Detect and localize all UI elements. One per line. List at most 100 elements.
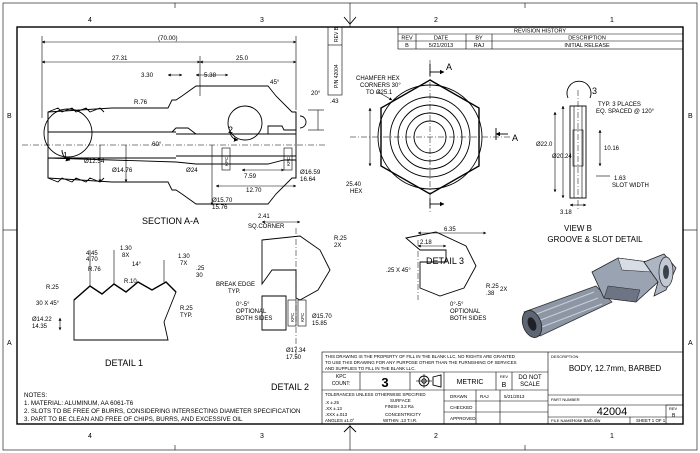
detail3-dim-6-35: 6.35	[444, 227, 456, 233]
chamfer-note-line-1: CHAMFER HEX	[356, 76, 400, 82]
rotated-id-block: REV B P/N 42004	[327, 26, 343, 96]
part-number-value: 42004	[597, 406, 628, 418]
dim-25-0: 25.0	[236, 55, 249, 62]
dim-5-38: 5.38	[204, 72, 217, 79]
rotated-rev-tag: REV B	[334, 26, 340, 42]
kpc-tag-b: KPC	[286, 156, 291, 166]
detail3-optional: OPTIONAL	[450, 309, 481, 315]
property-line-2: TO USE THIS DRAWING FOR ANY PURPOSE OTHE…	[325, 360, 517, 365]
detail1-dim-r-0-10: R.10	[124, 279, 137, 285]
rev-header-date: DATE	[434, 36, 449, 42]
approved-label: APPROVED	[450, 416, 476, 421]
chamfer-note-line-3: TO Ø25.1	[366, 90, 393, 96]
note-3: 3. PART TO BE CLEAN AND FREE OF CHIPS, B…	[24, 416, 243, 423]
dim-dia-20-24: Ø20.24	[552, 154, 572, 160]
detail1-dim-0-25: .25	[196, 266, 205, 272]
detail1-dim-dia-14-22: Ø14.22	[32, 317, 52, 323]
zone-labels: 4 3 2 1 4 3 2 1 B A B A	[7, 17, 693, 440]
drawn-date: 5/21/2013	[504, 394, 525, 399]
dim-dia-14-76: Ø14.76	[112, 167, 133, 174]
zone-right-b: B	[688, 113, 693, 120]
note-2: 2. SLOTS TO BE FREE OF BURRS, CONSIDERIN…	[24, 408, 300, 415]
tb-rev-label: REV	[500, 374, 509, 379]
notes-title: NOTES:	[24, 392, 47, 399]
dim-dia-16-59: Ø16.59	[300, 169, 321, 176]
revision-table: REVISION HISTORY REV DATE BY DESCRIPTION…	[397, 26, 684, 50]
surface-finish: FINISH 3.2 Ra	[385, 404, 414, 409]
detail2-kpc-a: KPC	[290, 312, 295, 322]
detail2-both-sides: BOTH SIDES	[236, 316, 272, 322]
concentricity-value: WITHIN .13 T.I.R.	[383, 418, 417, 423]
tolerance-angles: ANGLES ±1.0°	[325, 418, 355, 423]
dim-7-59: 7.59	[244, 173, 257, 180]
detail2-title: DETAIL 2	[271, 382, 309, 392]
detail2-dim-dia-15-70: Ø15.70	[312, 314, 332, 320]
tolerance-xxx: .XXX ±.013	[325, 412, 348, 417]
tolerances-title: TOLERANCES UNLESS OTHERWISE SPECIFIED	[325, 392, 426, 397]
checked-label: CHECKED	[450, 405, 473, 410]
hex-size-value: 25.40	[346, 182, 362, 188]
detail2-kpc-b: KPC	[300, 312, 305, 322]
chamfer-note: CHAMFER HEX CORNERS 30° TO Ø25.1	[356, 76, 401, 96]
rev-cell-by: RAJ	[474, 43, 485, 49]
do-not-scale-1: DO NOT	[518, 375, 542, 381]
dim-45-deg: 45°	[270, 79, 280, 86]
detail1-dim-14-deg: 14°	[132, 262, 142, 268]
detail3-dim-2x: 2X	[500, 287, 507, 293]
units-metric: METRIC	[457, 379, 484, 386]
zone-top-3: 3	[260, 17, 264, 24]
zone-bottom-4: 4	[88, 433, 92, 440]
part-number-label: PART NUMBER	[551, 397, 580, 402]
detail2-angle: 0°-5°	[236, 302, 250, 308]
tolerance-x: .X ±.25	[325, 400, 339, 405]
detail2-break-edge: BREAK EDGE	[216, 282, 255, 288]
dim-15-76: 15.76	[212, 204, 228, 211]
detail1-dim-4-45: 4.45	[86, 251, 98, 257]
section-aa: (70.00) 27.31 25.0 3.30 5.38 45° 20° .43…	[22, 35, 339, 226]
rev-header-by: BY	[475, 36, 483, 42]
view-b-subtitle: GROOVE & SLOT DETAIL	[547, 235, 643, 244]
do-not-scale-2: SCALE	[520, 382, 540, 388]
property-line-1: THIS DRAWING IS THE PROPERTY OF FILL IN …	[325, 354, 515, 359]
rotated-pn-tag: P/N 42004	[334, 64, 340, 88]
dim-dia-15-70: Ø15.70	[212, 197, 233, 204]
section-marker-a-right: A	[512, 133, 518, 143]
dim-r-0-76: R.76	[134, 99, 148, 106]
title-block: THIS DRAWING IS THE PROPERTY OF FILL IN …	[321, 351, 684, 425]
dim-60-deg: 60°	[152, 141, 162, 148]
detail3-dim-r-0-25: R.25	[486, 284, 499, 290]
dim-overall-length: (70.00)	[158, 35, 178, 42]
section-marker-a-top: A	[446, 62, 452, 72]
rev-header-rev: REV	[401, 36, 413, 42]
dim-3-18: 3.18	[560, 210, 572, 216]
chamfer-note-line-2: CORNERS 30°	[360, 83, 401, 89]
file-name-value: Hose Barb.slw	[572, 418, 601, 423]
dim-27-31: 27.31	[112, 55, 128, 62]
view-b-callout-3: 3	[592, 86, 597, 96]
dim-dia-12-54: Ø12.54	[84, 158, 105, 165]
detail1-dim-typ: TYP.	[180, 313, 193, 319]
detail1-dim-r-0-76: R.76	[88, 267, 101, 273]
zone-bottom-2: 2	[434, 433, 438, 440]
dim-20-deg: 20°	[311, 90, 321, 97]
kpc-label: KPC	[336, 374, 347, 380]
dim-12-70: 12.70	[246, 187, 262, 194]
tb-rev-value: B	[502, 382, 507, 389]
dim-16-64: 16.64	[300, 176, 316, 183]
detail-3: 6.35 2.18 .25 X 45° R.25 .38 2X 0°-5° OP…	[386, 227, 507, 322]
detail1-dim-4-70: 4.70	[86, 257, 98, 263]
note-1: 1. MATERIAL: ALUMINUM, AA 6061-T6	[24, 400, 134, 407]
drawn-label: DRAWN	[450, 394, 467, 399]
detail-1: 4.45 4.70 1.30 8X 14° 1.30 7X .25 30 R.7…	[32, 246, 205, 368]
tb-rev-label-2: REV	[669, 406, 678, 411]
dim-3-30: 3.30	[141, 72, 154, 79]
tb-rev-value-2: B	[672, 413, 676, 419]
detail2-dim-sq-corner: SQ.CORNER	[248, 224, 285, 230]
hex-size-label: HEX	[350, 189, 362, 195]
kpc-count-label: COUNT:	[332, 381, 351, 387]
detail1-dim-7x: 7X	[180, 261, 187, 267]
concentricity-label: CONCENTRICITY	[385, 412, 421, 417]
view-b-note-spaced: EQ. SPACED @ 120°	[596, 109, 655, 115]
dim-slot-width: SLOT WIDTH	[612, 183, 649, 189]
